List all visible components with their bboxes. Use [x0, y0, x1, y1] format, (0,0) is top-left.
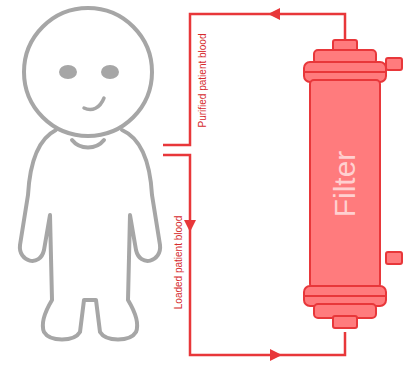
eye [101, 65, 119, 79]
flow-label: Loaded patient blood [173, 215, 184, 308]
arrow-head [270, 349, 282, 361]
person-figure [20, 8, 160, 340]
flow-label: Purified patient blood [198, 33, 209, 127]
filter-label: Filter [328, 151, 362, 218]
arrow-head [268, 8, 280, 20]
arrow-head [184, 220, 196, 232]
filter-drawing [304, 40, 402, 328]
filter-body: Filter [310, 82, 380, 286]
smile [84, 98, 104, 110]
eye [59, 65, 77, 79]
